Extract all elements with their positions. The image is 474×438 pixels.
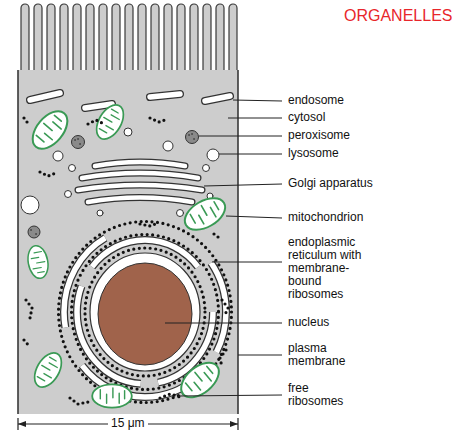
leader-lines (165, 100, 282, 396)
scale-bar (18, 418, 238, 430)
dimension-label: 15 μm (108, 417, 148, 430)
part-label: endosome (288, 94, 344, 107)
free-ribosomes (24, 118, 228, 404)
part-label: Golgi apparatus (288, 177, 373, 190)
mitochondrion (26, 100, 231, 407)
nucleus (90, 253, 200, 371)
part-label: nucleus (288, 316, 329, 329)
cell-body (18, 70, 238, 414)
peroxisome (28, 131, 199, 239)
part-label: peroxisome (288, 129, 350, 142)
part-label: free ribosomes (288, 382, 348, 408)
microvilli (21, 4, 237, 76)
part-label: lysosome (288, 147, 339, 160)
part-label: mitochondrion (288, 211, 363, 224)
part-label: cytosol (288, 111, 325, 124)
endosome (30, 93, 230, 108)
part-label: plasma membrane (288, 342, 352, 368)
title: ORGANELLES (344, 7, 452, 25)
part-label: endoplasmic reticulum with membrane-boun… (288, 236, 380, 301)
